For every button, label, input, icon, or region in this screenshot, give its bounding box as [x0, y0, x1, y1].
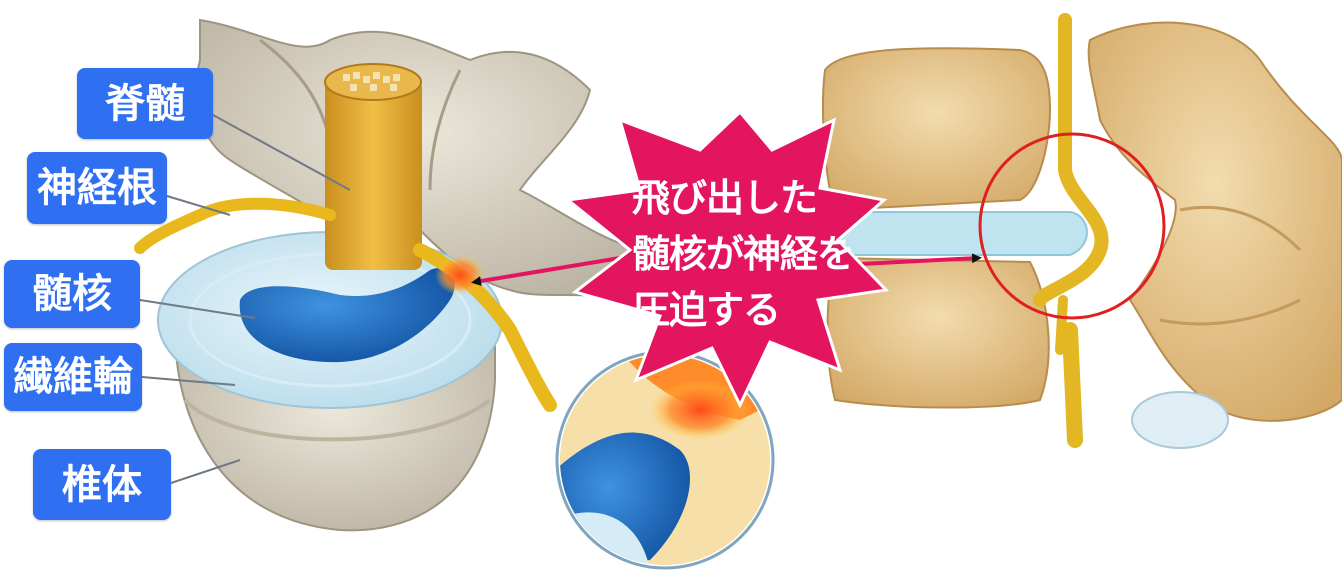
compression-highlight-circle [978, 132, 1166, 320]
nucleus-pulposus [239, 268, 455, 363]
callout-text: 飛び出した 髄核が神経を 圧迫する [632, 170, 855, 338]
callout-line-3: 圧迫する [632, 288, 781, 332]
label-nucleus-pulposus: 髄核 [4, 260, 140, 328]
leader-nucleus [139, 299, 256, 319]
side-disc [834, 211, 1088, 256]
spinal-cord [325, 80, 422, 270]
leader-lines [139, 114, 351, 484]
callout-line-2: 髄核が神経を [632, 232, 855, 276]
callout-line-1: 飛び出した [632, 176, 818, 220]
pink-arrows [471, 253, 982, 286]
leader-nerve-root [166, 195, 231, 216]
arrow-right [839, 253, 982, 267]
leader-annulus [141, 376, 236, 386]
label-vertebral-body: 椎体 [33, 449, 171, 520]
left-vertebra-illustration [134, 18, 642, 532]
leader-spinal-cord [212, 114, 351, 191]
upper-vertebral-body [822, 47, 1052, 212]
right-spine-illustration [822, 13, 1342, 449]
callout-burst [564, 109, 890, 409]
facet-cartilage [1131, 391, 1229, 449]
label-spinal-cord: 脊髄 [77, 68, 213, 139]
leader-vertebral [170, 459, 241, 484]
posterior-elements [1087, 21, 1342, 422]
label-annulus-fibrosus: 繊維輪 [4, 343, 142, 411]
arrow-left [471, 256, 621, 286]
spinal-nerve [1033, 13, 1109, 307]
label-nerve-root: 神経根 [27, 152, 167, 224]
nerve-root-left [134, 197, 336, 254]
